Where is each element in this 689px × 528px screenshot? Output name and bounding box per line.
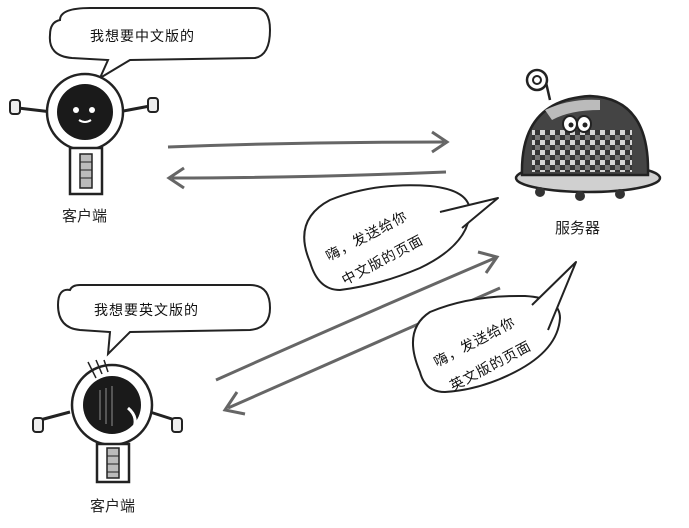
bottom-request-arrow [215,250,500,382]
top-client-speech-bubble [48,7,272,81]
bottom-client-speech-text: 我想要英文版的 [94,303,199,319]
server-label: 服务器 [555,219,601,237]
top-client-speech-text: 我想要中文版的 [90,29,195,45]
server-english-reply-bubble [412,261,577,394]
bottom-client-speech-bubble [56,284,272,357]
server-chinese-reply-bubble [303,184,499,292]
server-robot [514,68,662,201]
top-client-label: 客户端 [62,207,108,225]
top-response-arrow [166,166,447,190]
bottom-client-robot [32,359,183,484]
top-client-robot [9,72,159,196]
top-request-arrow [167,130,450,154]
bottom-client-label: 客户端 [90,497,136,515]
